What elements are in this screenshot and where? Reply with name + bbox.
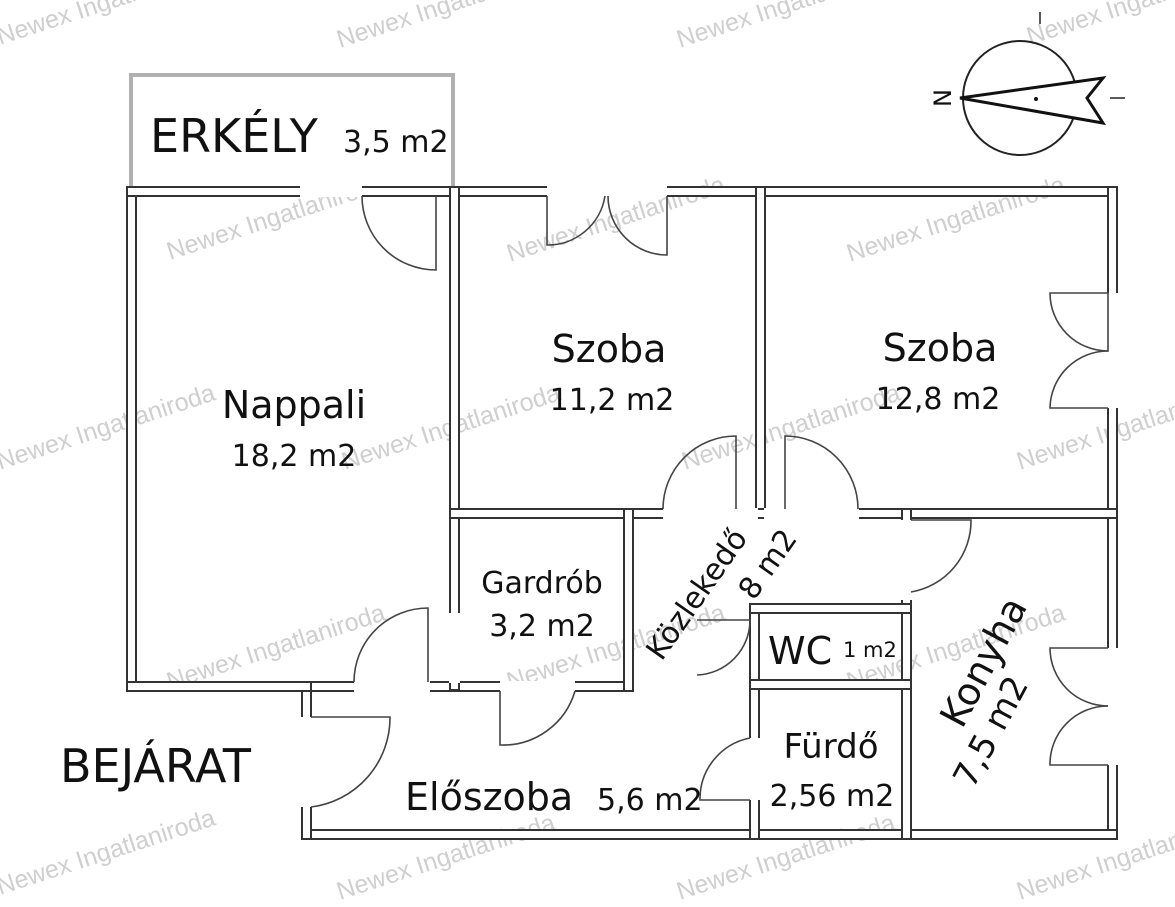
entrance-label: BEJÁRAT bbox=[60, 739, 252, 793]
room-name-eloszoba: Előszoba bbox=[405, 775, 573, 819]
door-swing bbox=[699, 737, 751, 801]
room-labels: ERKÉLY 3,5 m2 Nappali 18,2 m2 Szoba 11,2… bbox=[60, 109, 1037, 819]
door-swing bbox=[607, 195, 668, 256]
watermark: Newex Ingatlaniroda bbox=[678, 379, 904, 476]
door-swing bbox=[1049, 350, 1109, 409]
door-swing bbox=[353, 607, 429, 683]
doors bbox=[310, 195, 1109, 808]
door-swing bbox=[1049, 647, 1109, 707]
room-area-eloszoba: 5,6 m2 bbox=[597, 783, 703, 818]
balcony-name: ERKÉLY bbox=[150, 109, 319, 163]
watermark: Newex Ingatlaniroda bbox=[1013, 809, 1175, 906]
watermark: Newex Ingatlaniroda bbox=[333, 809, 559, 906]
room-name-furdo: Fürdő bbox=[783, 727, 878, 767]
room-area-nappali: 18,2 m2 bbox=[232, 439, 357, 474]
room-area-wc: 1 m2 bbox=[843, 638, 897, 662]
door-swing bbox=[546, 195, 606, 246]
balcony-area: 3,5 m2 bbox=[343, 125, 449, 160]
room-area-szoba-1: 11,2 m2 bbox=[550, 383, 675, 418]
watermark: Newex Ingatlaniroda bbox=[1013, 379, 1175, 476]
watermark: Newex Ingatlaniroda bbox=[333, 0, 559, 54]
door-swing bbox=[784, 435, 859, 510]
door-swing bbox=[696, 619, 751, 676]
watermark: Newex Ingatlaniroda bbox=[503, 171, 729, 268]
watermark: Newex Ingatlaniroda bbox=[673, 809, 899, 906]
door-swing bbox=[310, 716, 391, 808]
door-swing bbox=[361, 195, 437, 271]
room-name-szoba-1: Szoba bbox=[552, 327, 667, 371]
door-swing bbox=[1049, 705, 1109, 766]
watermark: Newex Ingatlaniroda bbox=[0, 804, 219, 901]
room-name-gardrob: Gardrób bbox=[481, 566, 603, 601]
room-area-furdo: 2,56 m2 bbox=[770, 779, 895, 814]
room-name-wc: WC bbox=[768, 629, 832, 673]
walls bbox=[126, 186, 1118, 840]
door-swing bbox=[499, 690, 576, 746]
watermark: Newex Ingatlaniroda bbox=[0, 0, 219, 51]
room-area-szoba-2: 12,8 m2 bbox=[876, 382, 1001, 417]
door-swing bbox=[662, 435, 737, 510]
compass-letter: N bbox=[929, 89, 957, 107]
door-swing bbox=[1049, 292, 1109, 352]
door-swing bbox=[910, 519, 972, 593]
room-name-nappali: Nappali bbox=[222, 383, 366, 427]
compass-arrow-icon bbox=[959, 75, 1107, 126]
watermark: Newex Ingatlaniroda bbox=[1023, 0, 1175, 51]
balcony bbox=[129, 73, 455, 192]
room-area-gardrob: 3,2 m2 bbox=[489, 609, 595, 644]
watermark: Newex Ingatlaniroda bbox=[673, 0, 899, 54]
room-name-szoba-2: Szoba bbox=[883, 326, 998, 370]
compass: N bbox=[929, 12, 1125, 156]
room-name-kozlekedo: Közlekedő bbox=[640, 523, 755, 667]
watermark: Newex Ingatlaniroda bbox=[0, 379, 219, 476]
watermark: Newex Ingatlaniroda bbox=[843, 171, 1069, 268]
